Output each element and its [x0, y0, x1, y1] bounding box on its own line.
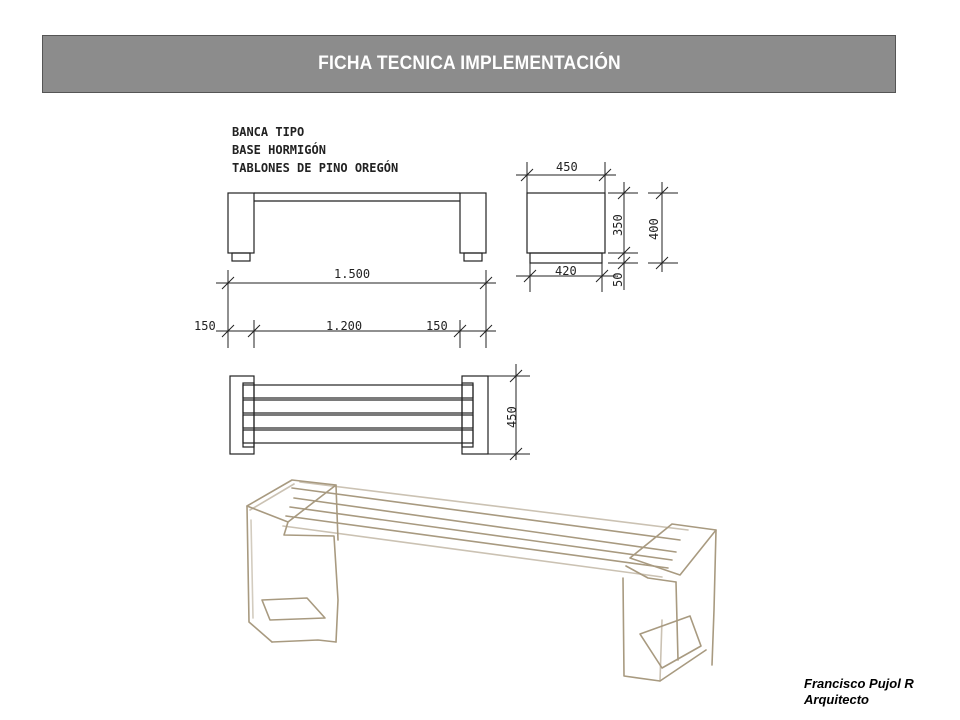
dim-front-middle: 1.200 [326, 319, 362, 333]
plan-view [229, 375, 489, 455]
note-line-3: TABLONES DE PINO OREGÓN [232, 160, 398, 175]
front-right-plinth [463, 252, 483, 262]
front-elevation [227, 192, 487, 262]
title-banner: FICHA TECNICA IMPLEMENTACIÓN [42, 35, 896, 93]
plan-dimensions [488, 364, 530, 461]
author-name: Francisco Pujol R [804, 676, 914, 691]
note-line-1: BANCA TIPO [232, 125, 304, 139]
side-elevation [526, 192, 606, 264]
dim-front-right: 150 [426, 319, 448, 333]
dim-front-total: 1.500 [334, 267, 370, 281]
front-right-leg [459, 192, 487, 254]
plan-plank-4 [242, 429, 474, 444]
author-credit: Francisco Pujol R Arquitecto [804, 676, 914, 708]
dim-side-plinth: 50 [611, 273, 625, 287]
plan-plank-1 [242, 384, 474, 399]
side-block [526, 192, 606, 254]
plan-plank-3 [242, 414, 474, 429]
notes-block: BANCA TIPO BASE HORMIGÓN TABLONES DE PIN… [232, 125, 398, 175]
dim-side-top: 450 [556, 160, 578, 174]
dim-plan-depth: 450 [505, 406, 519, 428]
dim-front-left: 150 [194, 319, 216, 333]
dim-side-height-total: 400 [647, 218, 661, 240]
side-dimensions [516, 162, 678, 292]
front-left-plinth [231, 252, 251, 262]
front-left-leg [227, 192, 255, 254]
page-title: FICHA TECNICA IMPLEMENTACIÓN [317, 53, 621, 74]
front-dimensions [216, 270, 496, 348]
plan-plank-2 [242, 399, 474, 414]
note-line-2: BASE HORMIGÓN [232, 142, 326, 157]
side-plinth [529, 252, 603, 264]
dim-side-height-seat: 350 [611, 214, 625, 236]
dim-side-bottom: 420 [555, 264, 577, 278]
author-role: Arquitecto [804, 692, 869, 707]
bench-perspective-sketch [246, 479, 717, 682]
